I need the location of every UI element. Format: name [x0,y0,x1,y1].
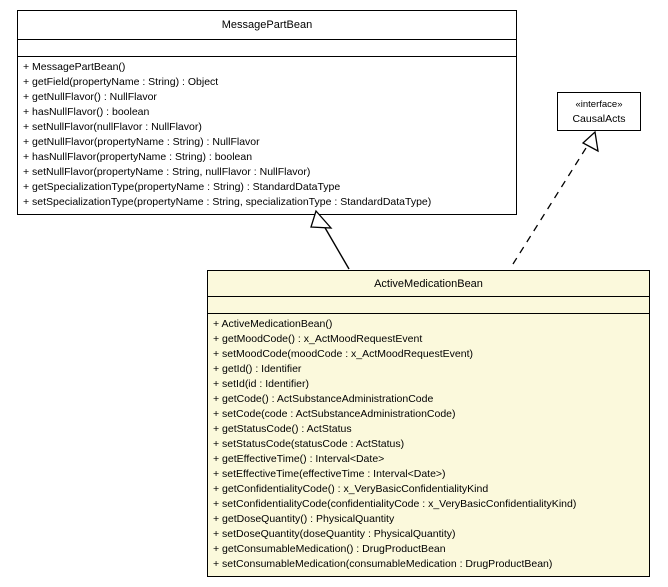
operation-row: + getMoodCode() : x_ActMoodRequestEvent [213,333,423,345]
interface-box-causalacts[interactable]: «interface» CausalActs [557,92,641,131]
operation-row: + getNullFlavor() : NullFlavor [23,91,157,103]
hollow-triangle-arrowhead-icon [581,130,599,153]
operation-row: + getCode() : ActSubstanceAdministration… [213,393,434,405]
operation-row: + setMoodCode(moodCode : x_ActMoodReques… [213,348,474,360]
class-box-activemedicationbean[interactable]: ActiveMedicationBean + ActiveMedicationB… [207,270,650,577]
operation-row: + setStatusCode(statusCode : ActStatus) [213,438,405,450]
operation-row: + setCode(code : ActSubstanceAdministrat… [213,408,456,420]
operation-row: + hasNullFlavor(propertyName : String) :… [23,151,253,163]
operations-compartment-messagepartbean: + MessagePartBean() + getField(propertyN… [18,56,516,214]
attributes-compartment-messagepartbean [18,39,516,56]
operation-row: + getField(propertyName : String) : Obje… [23,76,219,88]
operation-row: + setEffectiveTime(effectiveTime : Inter… [213,468,446,480]
interface-stereotype: «interface» [575,99,623,110]
operation-row: + MessagePartBean() [23,61,126,73]
generalization-connector-activemedicationbean-to-messagepartbean [310,209,350,270]
operation-row: + setNullFlavor(propertyName : String, n… [23,166,311,178]
operation-row: + getSpecializationType(propertyName : S… [23,181,341,193]
operation-row: + getNullFlavor(propertyName : String) :… [23,136,260,148]
operation-row: + setId(id : Identifier) [213,378,310,390]
class-name-activemedicationbean: ActiveMedicationBean [208,271,649,296]
realization-connector-activemedicationbean-to-causalacts [512,130,599,265]
operation-row: + setConfidentialityCode(confidentiality… [213,498,577,510]
operation-row: + setConsumableMedication(consumableMedi… [213,558,553,570]
operation-row: + getConsumableMedication() : DrugProduc… [213,543,446,555]
operation-row: + getStatusCode() : ActStatus [213,423,352,435]
operation-row: + setSpecializationType(propertyName : S… [23,196,432,208]
operation-row: + setNullFlavor(nullFlavor : NullFlavor) [23,121,202,133]
operation-row: + ActiveMedicationBean() [213,318,333,330]
class-name-messagepartbean: MessagePartBean [221,19,313,31]
operation-row: + getEffectiveTime() : Interval<Date> [213,453,385,465]
class-box-messagepartbean[interactable]: MessagePartBean + MessagePartBean() + ge… [17,10,517,215]
operation-row: + getId() : Identifier [213,363,302,375]
operation-row: + setDoseQuantity(doseQuantity : Physica… [213,528,456,540]
operations-compartment-activemedicationbean: + ActiveMedicationBean() + getMoodCode()… [208,313,649,576]
operation-row: + getConfidentialityCode() : x_VeryBasic… [213,483,489,495]
operation-row: + getDoseQuantity() : PhysicalQuantity [213,513,395,525]
interface-name-causalacts: CausalActs [572,113,626,125]
operation-row: + hasNullFlavor() : boolean [23,106,150,118]
attributes-compartment-activemedicationbean [208,296,649,313]
